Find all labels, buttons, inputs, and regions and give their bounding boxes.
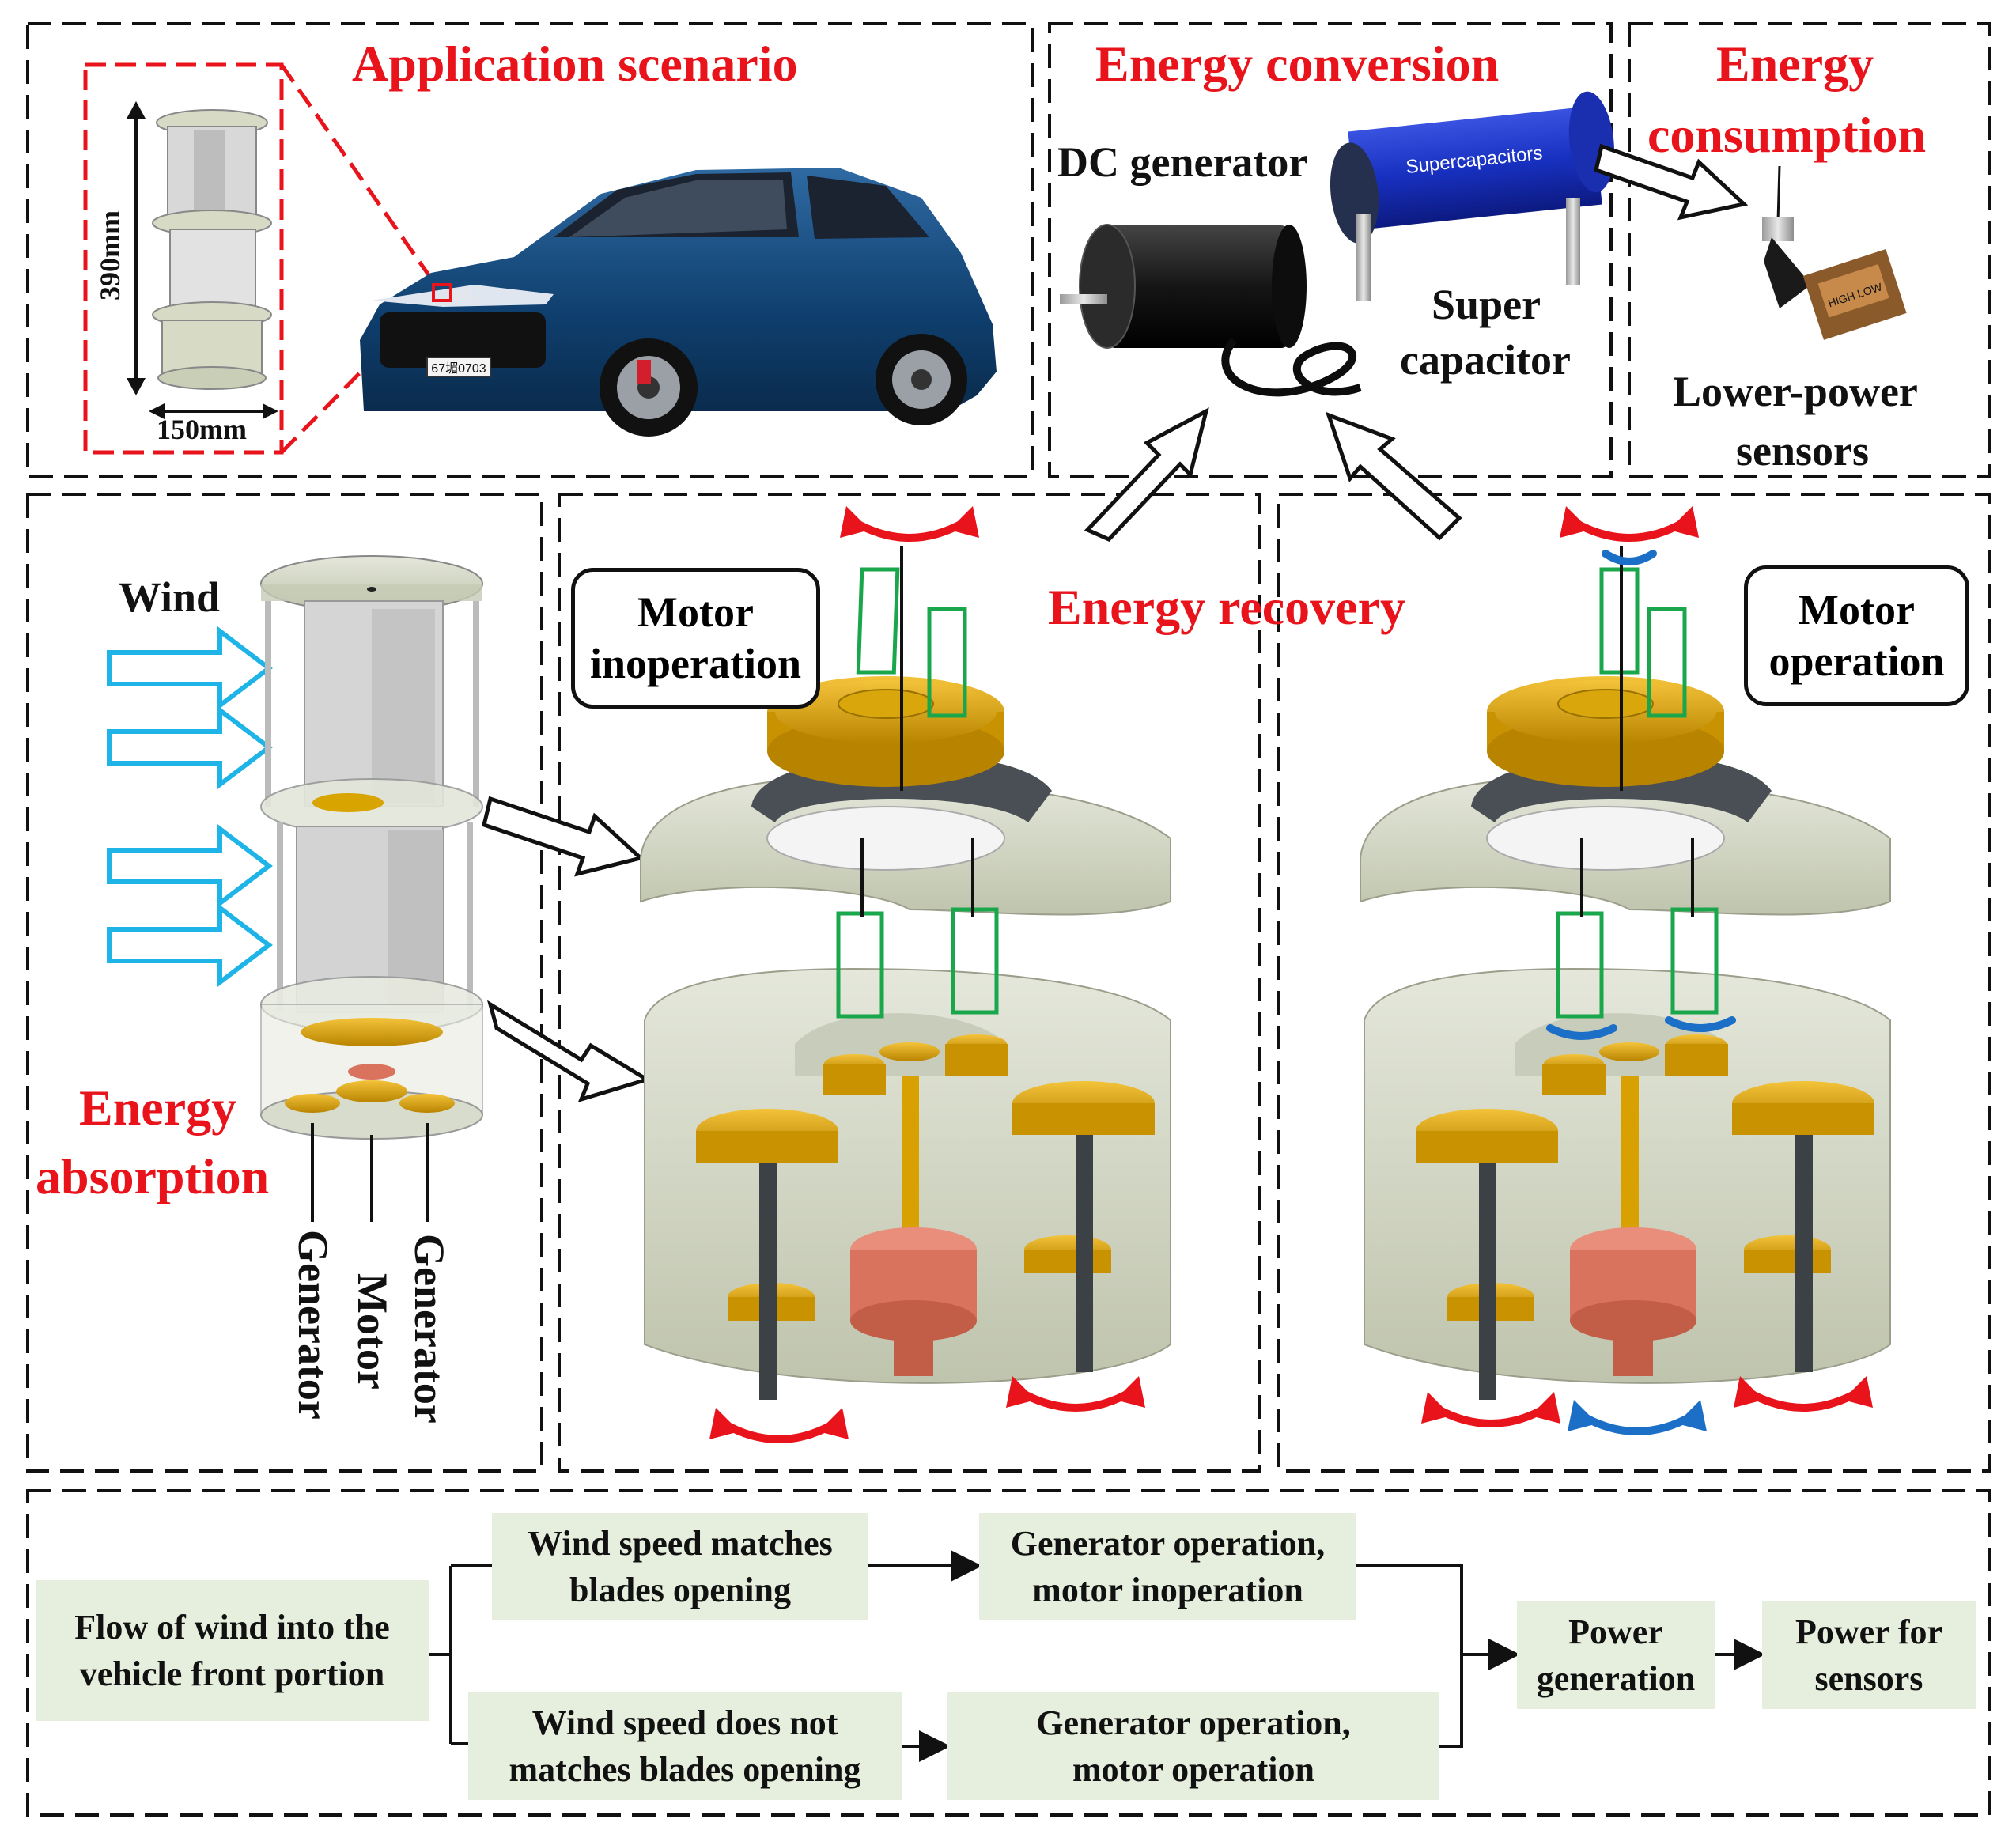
motor-inop-line2: inoperation [589,640,802,687]
flowchart-connectors [429,1550,1765,1762]
car-illustration: 67堳0703 KIA [360,168,997,437]
motor-op-line1: Motor [1799,586,1915,634]
dc-generator-illustration [1060,224,1362,397]
recovery-title: Energy recovery [1048,579,1405,635]
absorption-title-line2: absorption [36,1148,270,1204]
super-capacitor-label-line2: capacitor [1400,336,1571,384]
frame-absorption [26,493,543,1473]
gearbox-right [1360,546,1891,1400]
dc-generator-label: DC generator [1057,138,1308,186]
gearbox-left [640,546,1171,1400]
recovery-to-generator-arrow-right [1325,411,1462,541]
flow-branch-b-result: Generator operation,motor operation [947,1692,1439,1800]
hollow-arrows [482,143,1749,1102]
frame-recovery-left [558,493,1261,1473]
panel-frames [26,22,1991,1817]
conversion-title: Energy conversion [1095,36,1500,92]
generator-label-right: Generator [406,1234,453,1424]
consumption-title-line2: consumption [1647,107,1927,163]
absorption-title-line1: Energy [79,1080,237,1136]
super-capacitor-label-line1: Super [1432,281,1541,328]
turbine-to-bottom-arrow [486,1000,652,1102]
dimension-width-label: 150mm [157,414,247,445]
recovery-to-generator-arrow-left [1084,407,1209,543]
supercapacitor-illustration: Supercapacitors [1330,91,1615,301]
frame-flowchart [26,1489,1991,1817]
sensors-label-line1: Lower-power [1673,368,1918,415]
frame-consumption [1628,22,1991,478]
flow-branch-a-result: Generator operation,motor inoperation [979,1513,1356,1620]
consumption-title-line1: Energy [1716,36,1874,92]
dimension-height-label: 390mm [94,210,126,301]
sensor-illustration: HIGH LOW [1762,165,1907,340]
turbine-to-top-arrow [482,796,645,877]
license-plate: 67堳0703 [431,361,486,376]
prototype-zoom [83,62,433,455]
wind-arrows [107,626,273,988]
turbine-illustration [260,555,483,1222]
motor-inop-line1: Motor [637,588,754,637]
rotation-arrowheads [709,506,1873,1439]
cap-to-sensor-arrow [1594,143,1749,221]
frame-recovery-right [1277,493,1991,1473]
motor-label: Motor [349,1273,396,1390]
motor-op-line2: operation [1768,637,1945,685]
wind-label: Wind [119,573,221,621]
frame-conversion [1048,22,1613,478]
generator-label-left: Generator [289,1230,337,1420]
frame-application [26,22,1034,478]
brand-mark: KIA [447,286,471,302]
application-title: Application scenario [352,36,798,92]
sensors-label-line2: sensors [1736,427,1870,475]
